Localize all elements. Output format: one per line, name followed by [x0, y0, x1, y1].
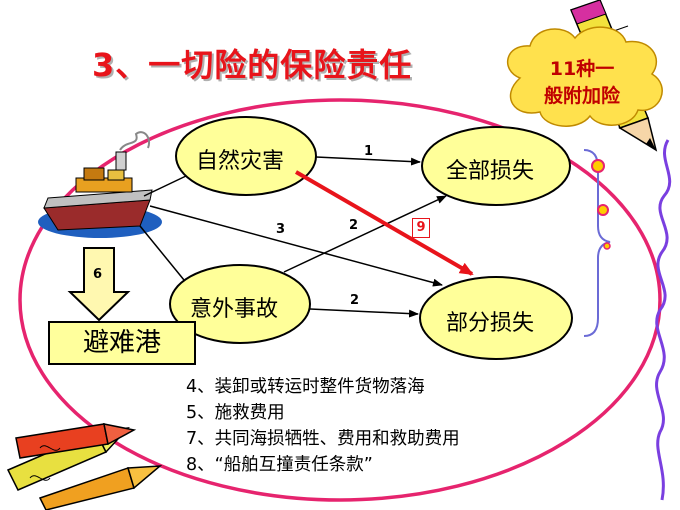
bullet-dot: [591, 159, 605, 173]
list-item: 8、“船舶互撞责任条款”: [186, 455, 373, 475]
cloud-line-1: 11种一: [549, 58, 615, 80]
arrow-label-3: 3: [276, 222, 286, 237]
line-ship-to-accident: [139, 225, 185, 281]
label-natural-disaster: 自然灾害: [196, 149, 285, 174]
coverage-list: 4、装卸或转运时整件货物落海 5、施救费用 7、共同海损牺牲、费用和救助费用 8…: [186, 374, 460, 478]
line-ship-to-disaster: [143, 175, 187, 197]
arrow-disaster-to-total: [315, 156, 421, 166]
refuge-port-box: 避难港: [48, 321, 196, 365]
bullet-dot: [603, 242, 611, 250]
label-accident: 意外事故: [190, 297, 279, 322]
arrow-label-9: 9: [412, 218, 430, 238]
page-title: 3、一切险的保险责任: [92, 46, 413, 84]
arrow-disaster-to-partial-red: [294, 170, 474, 276]
arrow-accident-to-total: [283, 195, 447, 273]
node-natural-disaster: [175, 116, 317, 196]
bullet-dot: [597, 204, 609, 216]
node-partial-loss: [419, 276, 573, 360]
arrow-accident-to-partial: [309, 308, 419, 318]
crayons-icon: [6, 423, 163, 510]
arrow-label-2a: 2: [349, 218, 359, 233]
list-item: 7、共同海损牺牲、费用和救助费用: [186, 429, 460, 449]
list-item: 4、装卸或转运时整件货物落海: [186, 377, 425, 397]
arrow-label-6: 6: [93, 267, 103, 282]
cloud-label: 11种一 般附加险: [512, 56, 652, 110]
arrow-label-1: 1: [364, 144, 374, 159]
node-accident: [169, 264, 311, 344]
cloud-line-2: 般附加险: [543, 85, 620, 107]
scope-ellipse: [18, 98, 662, 502]
label-partial-loss: 部分损失: [446, 311, 535, 336]
node-total-loss: [421, 126, 571, 206]
arrow-ship-to-port: [67, 247, 131, 322]
list-item: 5、施救费用: [186, 403, 285, 423]
arrow-label-2b: 2: [350, 293, 360, 308]
cloud-shape: [506, 26, 663, 127]
squiggle-icon: [655, 139, 672, 501]
arrow-ship-to-partial: [149, 205, 443, 287]
label-total-loss: 全部损失: [446, 159, 535, 184]
ship-icon: [38, 131, 162, 238]
